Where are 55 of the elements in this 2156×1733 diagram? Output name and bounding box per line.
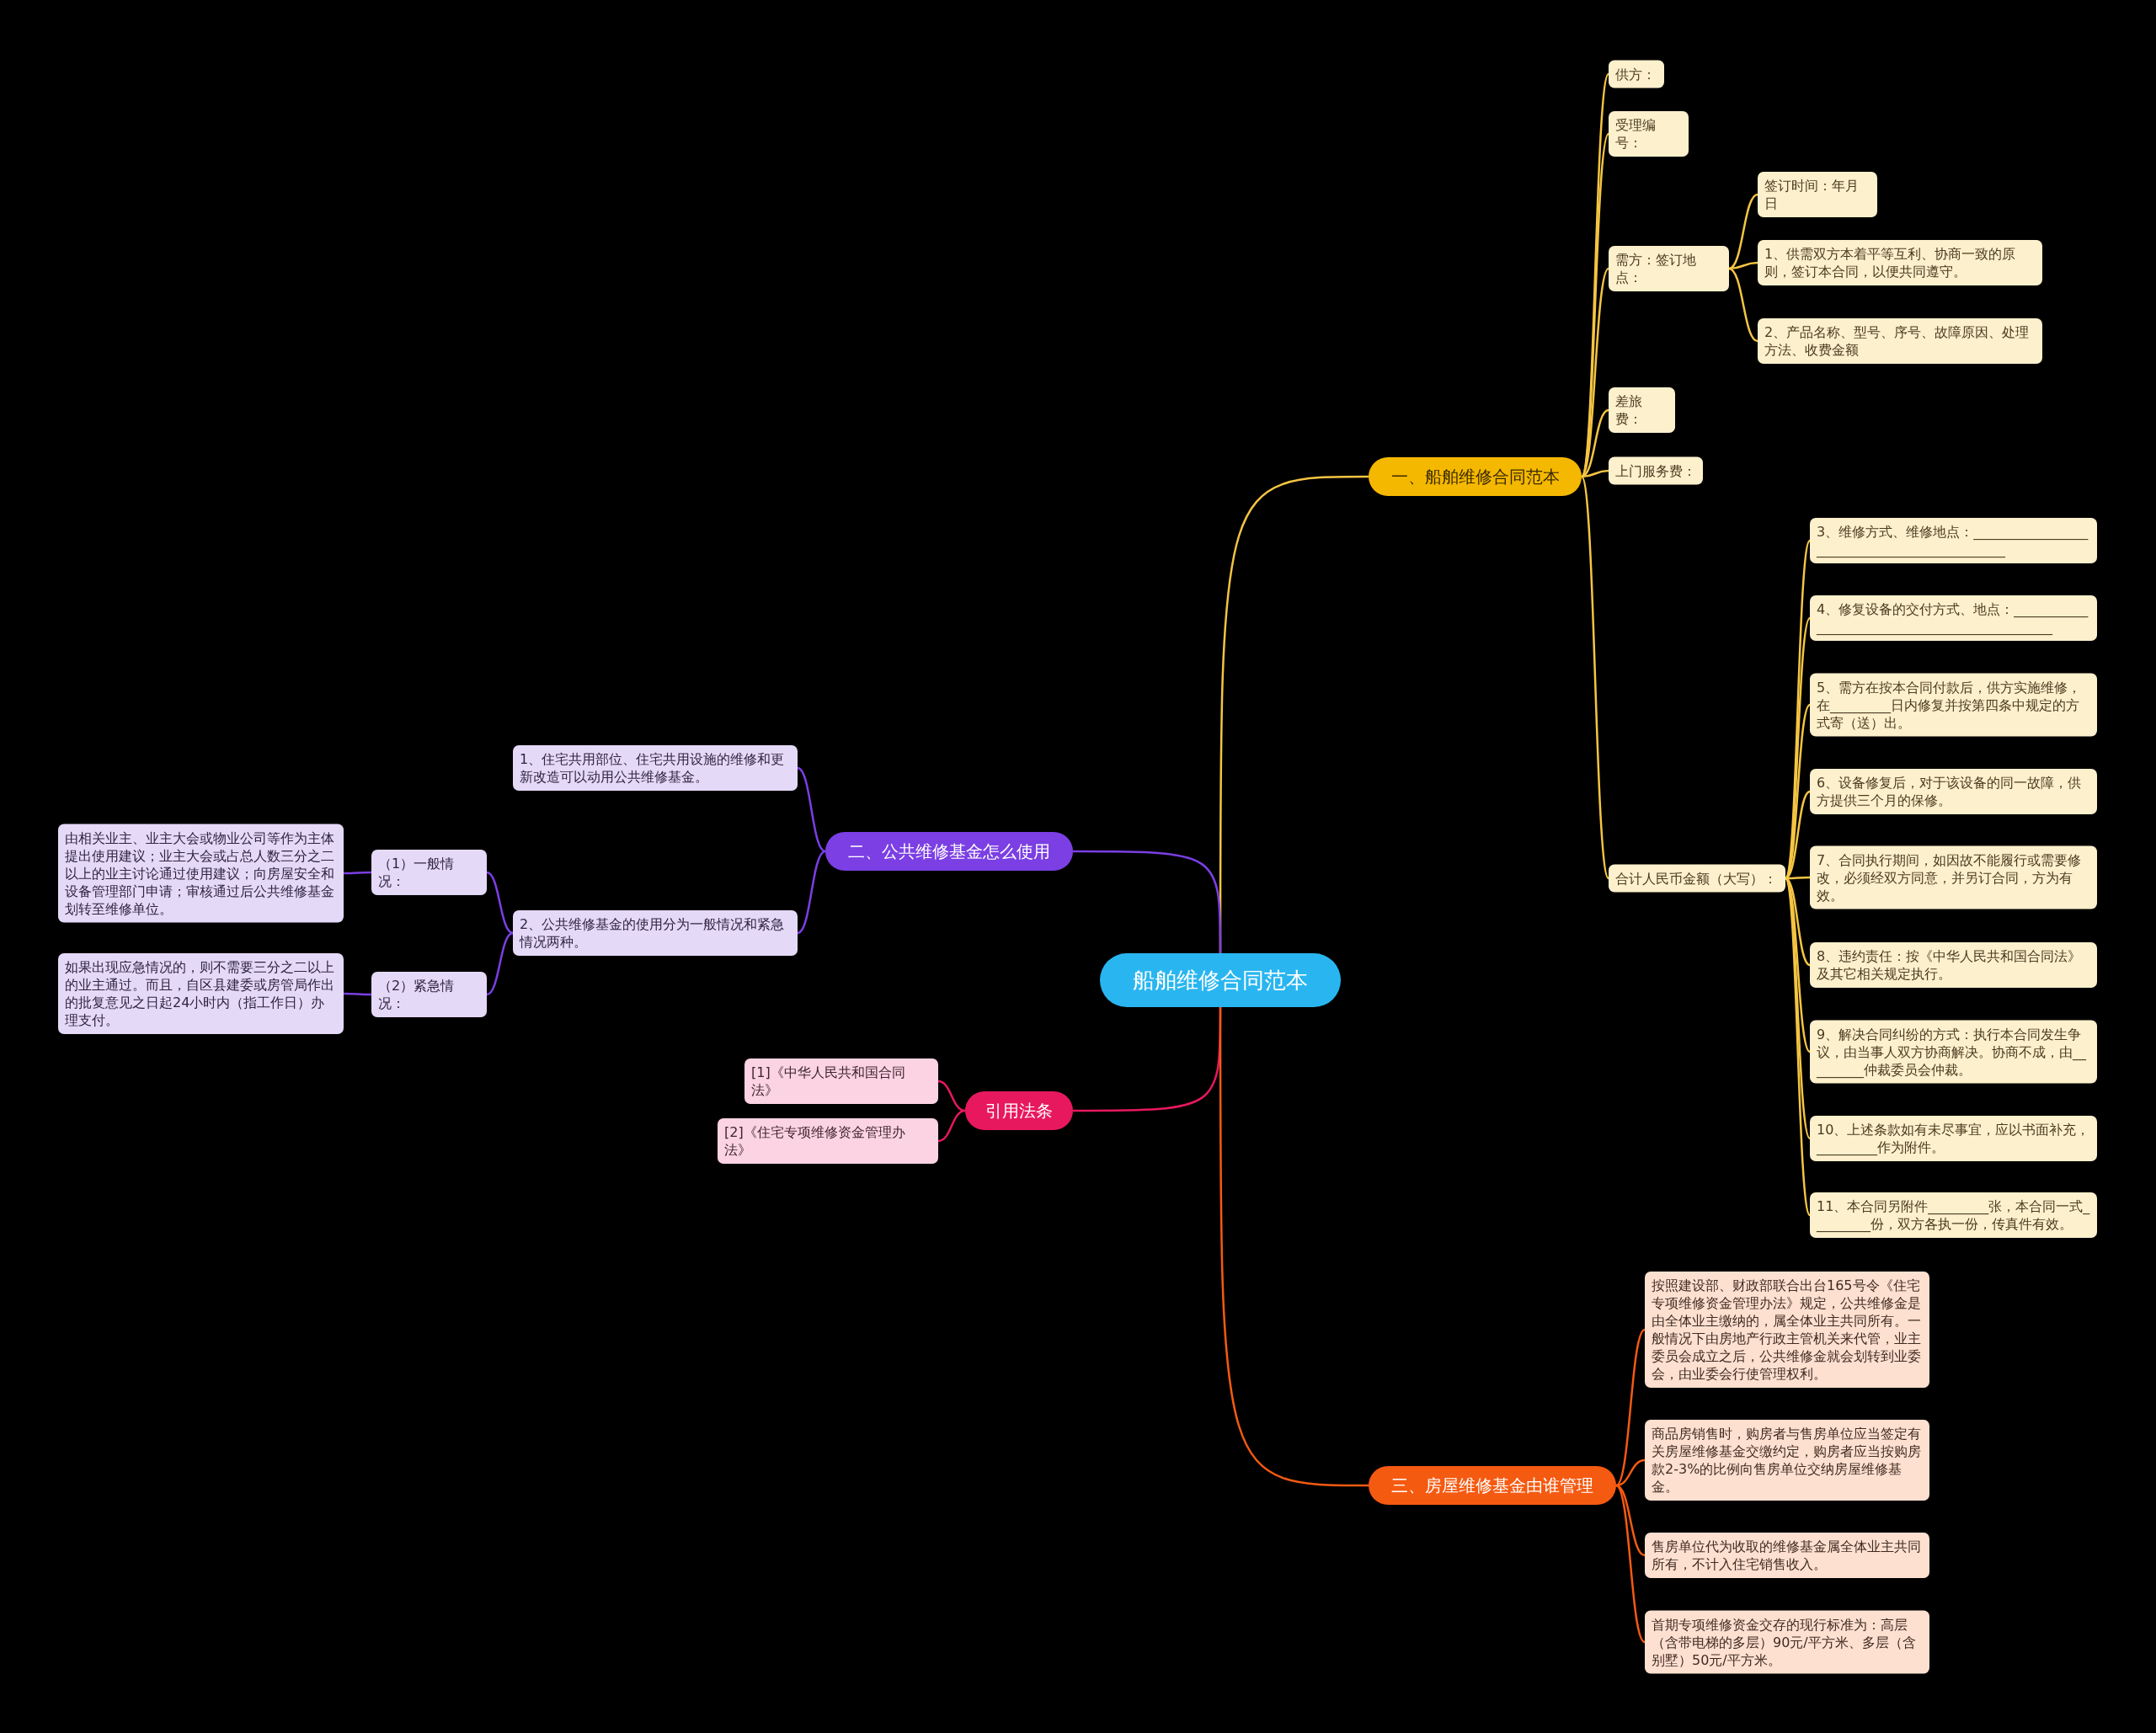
- connector-line: [1615, 1485, 1646, 1643]
- topic-box: 3、维修方式、维修地点：_____________________________________________: [1810, 518, 2097, 563]
- topic-box: 10、上述条款如有未尽事宜，应以书面补充，_________作为附件。: [1810, 1116, 2097, 1161]
- connector-line: [1615, 1458, 1646, 1487]
- connector-line: [937, 1109, 966, 1143]
- topic-box: 需方：签订地点：: [1609, 246, 1729, 291]
- topic-box: 1、住宅共用部位、住宅共用设施的维修和更新改造可以动用公共维修基金。: [513, 745, 798, 791]
- connector-line: [344, 992, 371, 996]
- topic-box: 6、设备修复后，对于该设备的同一故障，供方提供三个月的保修。: [1810, 769, 2097, 814]
- topic-box: [2]《住宅专项维修资金管理办法》: [718, 1118, 938, 1164]
- topic-box: 签订时间：年月日: [1758, 172, 1877, 217]
- topic-box: 由相关业主、业主大会或物业公司等作为主体提出使用建议；业主大会或占总人数三分之二以上的业主讨论通过使用建议；向房屋安全和设备管理部门申请；审核通过后公共维修基金划转至维修单位。: [58, 824, 344, 923]
- topic-box: 7、合同执行期间，如因故不能履行或需要修改，必须经双方同意，并另订合同，方为有效。: [1810, 845, 2097, 909]
- connector-line: [797, 766, 826, 853]
- connector-line: [1728, 261, 1758, 270]
- topic-box: （1）一般情况：: [371, 850, 487, 895]
- connector-line: [1784, 877, 1812, 1216]
- connector-line: [1581, 469, 1609, 478]
- connector-line: [797, 850, 826, 935]
- connector-line: [1073, 850, 1222, 953]
- topic-box: 11、本合同另附件_________张，本合同一式_________份，双方各执一份，传真件有效。: [1810, 1192, 2097, 1238]
- connector-line: [486, 871, 514, 935]
- connector-line: [1580, 476, 1610, 879]
- topic-box: 4、修复设备的交付方式、地点：______________________________________________: [1810, 595, 2097, 641]
- topic-box: 1、供需双方本着平等互利、协商一致的原则，签订本合同，以便共同遵守。: [1758, 240, 2042, 285]
- topic-box: 合计人民币金额（大写）：: [1609, 864, 1785, 893]
- topic-box: 9、解决合同纠纷的方式：执行本合同发生争议，由当事人双方协商解决。协商不成，由_________仲裁委员会仲裁。: [1810, 1020, 2097, 1084]
- topic-box: 5、需方在按本合同付款后，供方实施维修，在_________日内修复并按第四条中规定的方式寄（送）出。: [1810, 673, 2097, 737]
- branch-topic: 引用法条: [965, 1091, 1073, 1130]
- topic-box: 商品房销售时，购房者与售房单位应当签定有关房屋维修基金交缴约定，购房者应当按购房款2-3%的比例向售房单位交纳房屋维修基金。: [1645, 1420, 1929, 1501]
- connector-line: [1728, 267, 1758, 343]
- branch-topic: 二、公共维修基金怎么使用: [825, 832, 1073, 871]
- connector-line: [1728, 193, 1758, 270]
- connector-line: [1785, 876, 1810, 880]
- topic-box: （2）紧急情况：: [371, 972, 487, 1017]
- connector-line: [486, 931, 514, 996]
- topic-box: 差旅费：: [1609, 387, 1675, 433]
- topic-box: 2、公共维修基金的使用分为一般情况和紧急情况两种。: [513, 910, 798, 956]
- branch-topic: 三、房屋维修基金由谁管理: [1369, 1466, 1616, 1505]
- topic-box: 受理编号：: [1609, 111, 1689, 157]
- branch-topic: 一、船舶维修合同范本: [1369, 457, 1582, 496]
- topic-box: 首期专项维修资金交存的现行标准为：高层（含带电梯的多层）90元/平方米、多层（含别墅）50元/平方米。: [1645, 1610, 1929, 1674]
- topic-box: [1]《中华人民共和国合同法》: [744, 1058, 938, 1104]
- topic-box: 按照建设部、财政部联合出台165号令《住宅专项维修资金管理办法》规定，公共维修金是由全体业主缴纳的，属全体业主共同所有。一般情况下由房地产行政主管机关来代管，业主委员会成立之后，公共维修金就会划转到业委会，由业委会行使管理权利。: [1645, 1272, 1929, 1388]
- topic-box: 8、违约责任：按《中华人民共和国合同法》及其它相关规定执行。: [1810, 942, 2097, 988]
- connector-line: [1615, 1329, 1646, 1486]
- topic-box: 供方：: [1609, 60, 1664, 88]
- topic-box: 2、产品名称、型号、序号、故障原因、处理方法、收费金额: [1758, 318, 2042, 364]
- connector-line: [937, 1080, 966, 1112]
- central-topic: 船舶维修合同范本: [1100, 953, 1341, 1007]
- connector-line: [1219, 1007, 1369, 1487]
- topic-box: 上门服务费：: [1609, 456, 1703, 485]
- topic-box: 如果出现应急情况的，则不需要三分之二以上的业主通过。而且，自区县建委或房管局作出的批复意见之日起24小时内（指工作日）办理支付。: [58, 953, 344, 1034]
- topic-box: 售房单位代为收取的维修基金属全体业主共同所有，不计入住宅销售收入。: [1645, 1533, 1929, 1578]
- connector-line: [344, 871, 371, 875]
